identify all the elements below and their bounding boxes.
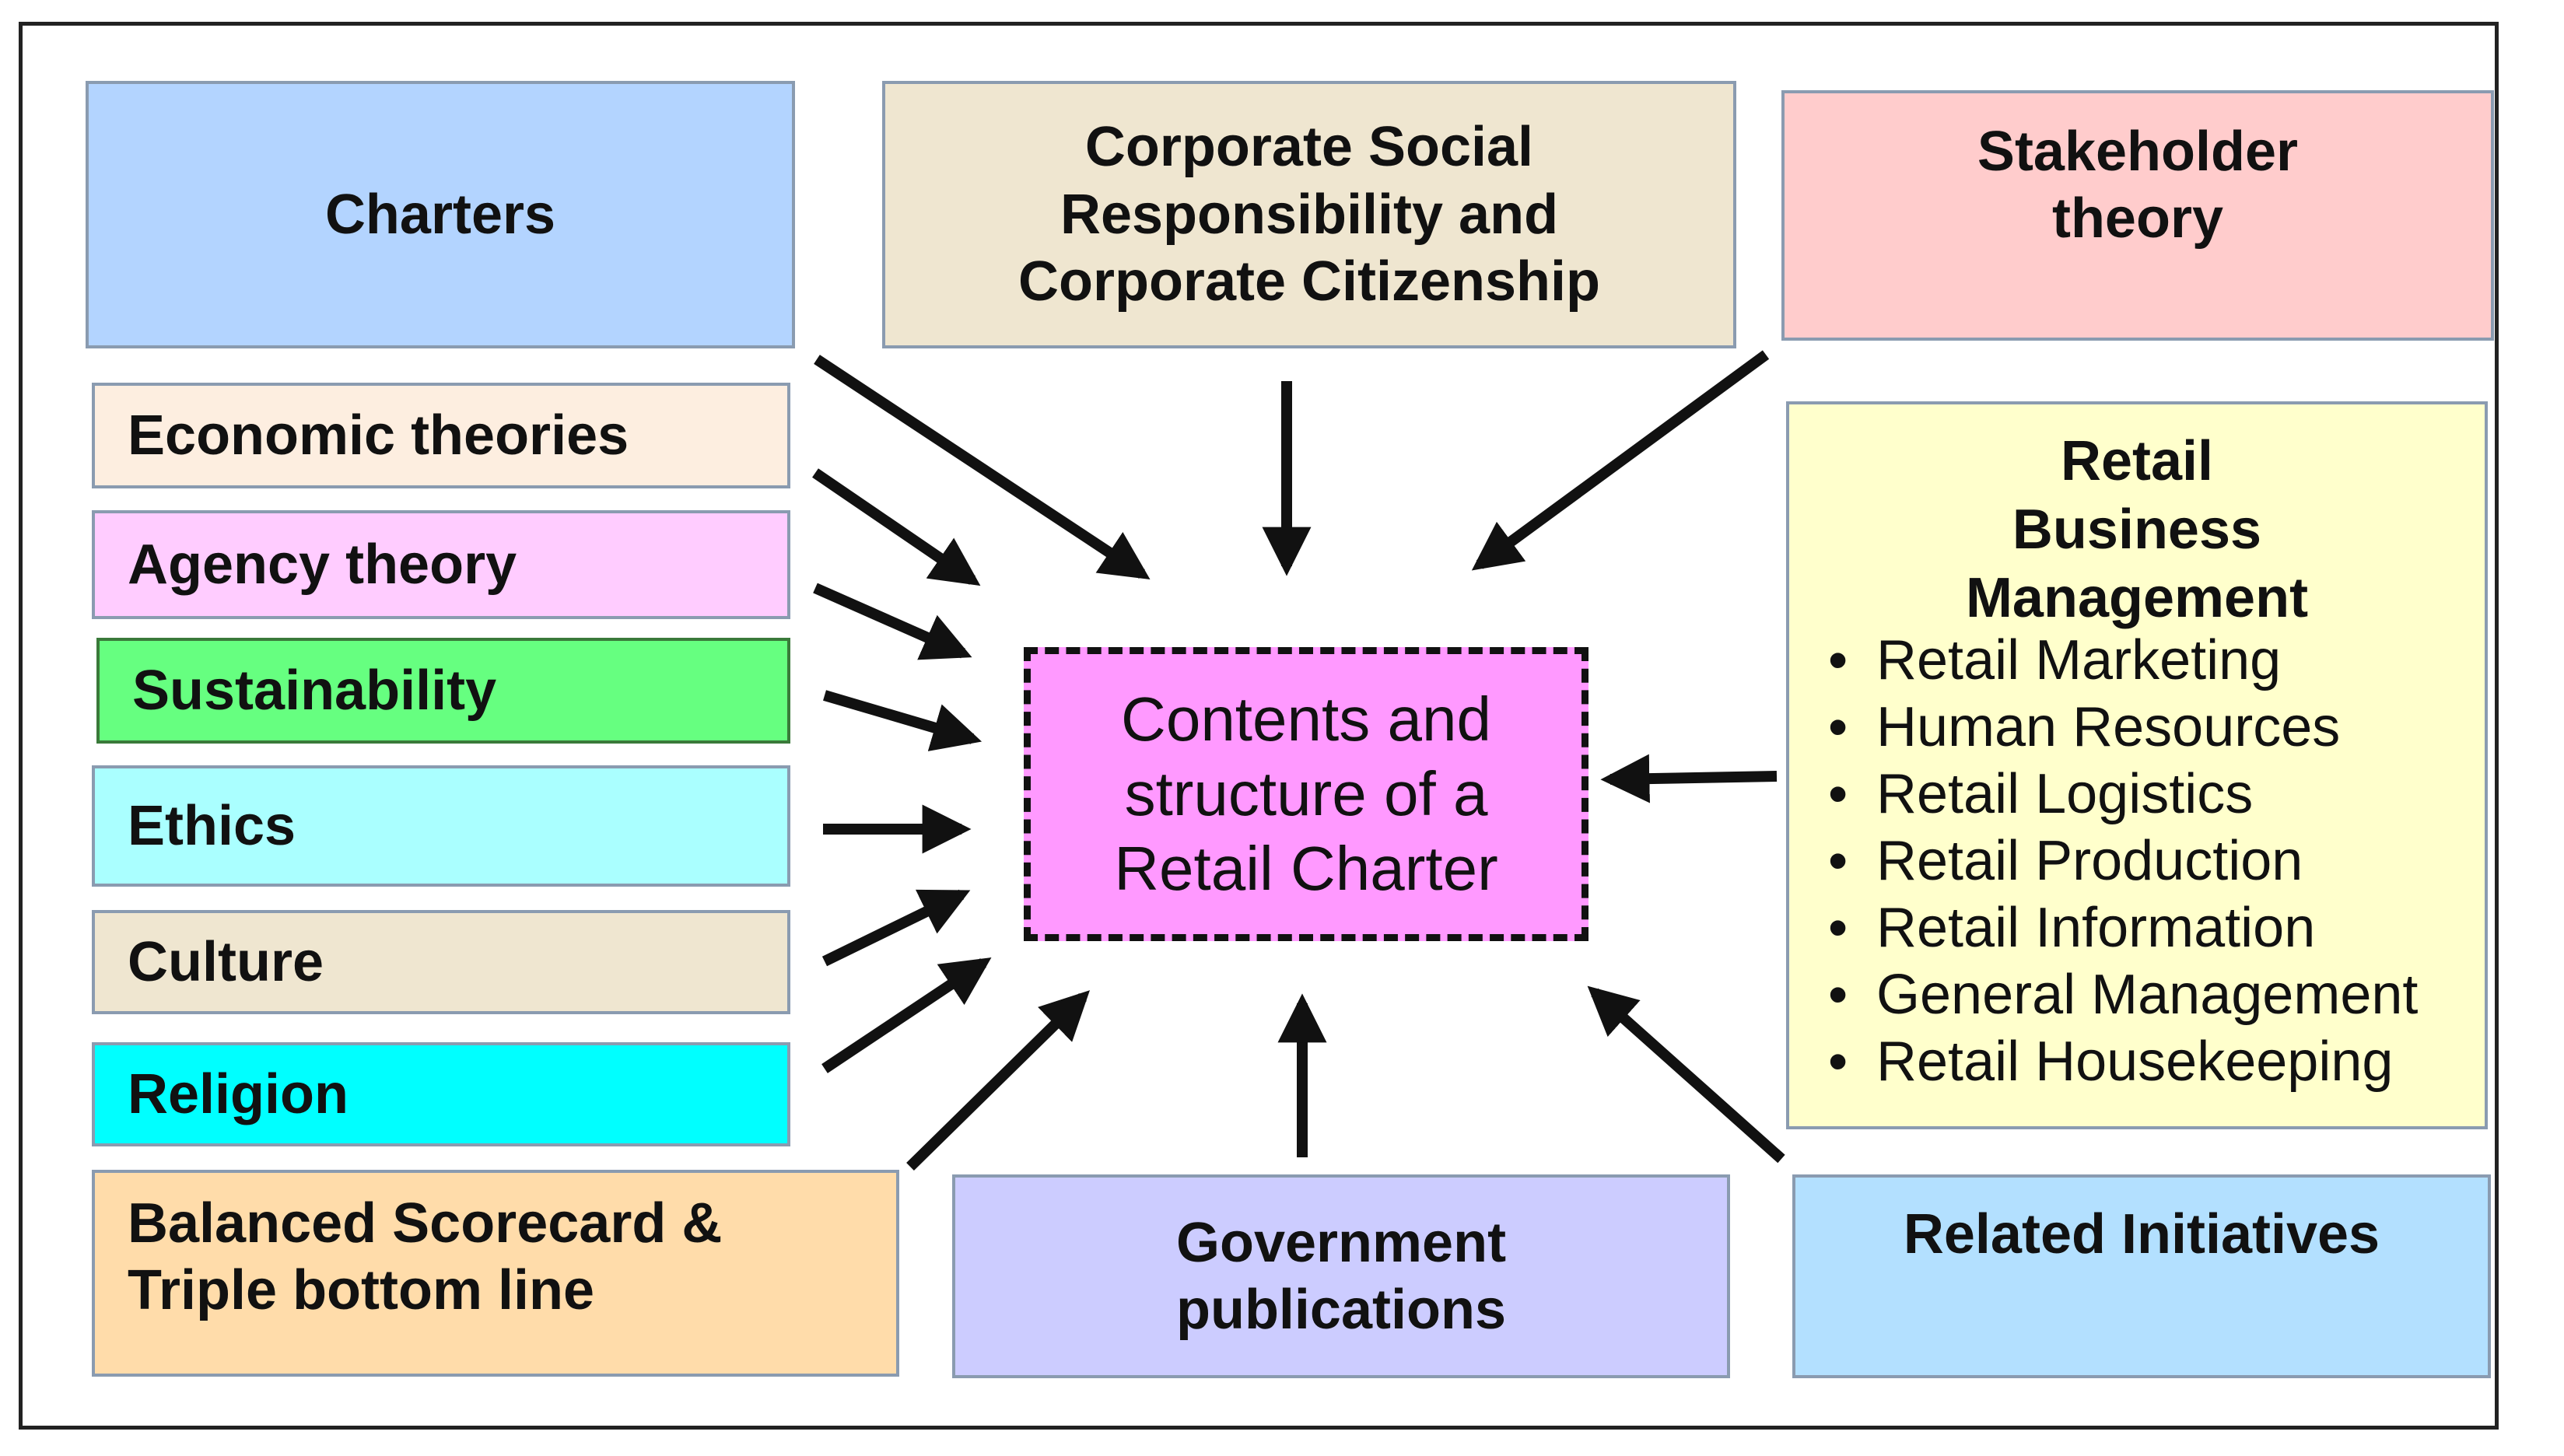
related-initiatives-box: Related Initiatives [1792, 1174, 2491, 1378]
retail-business-management-title: Retail Business Management [1965, 430, 2309, 629]
religion-label: Religion [128, 1062, 349, 1125]
agency-theory-label: Agency theory [128, 533, 517, 596]
culture-label: Culture [128, 930, 324, 993]
charters-label: Charters [324, 183, 556, 246]
arrow-related-initiatives [1587, 985, 1785, 1164]
stakeholder-label: Stakeholder theory [1977, 121, 2299, 250]
rbm-item-retail-information: Retail Information [1828, 894, 2418, 961]
arrow-agency-theory [813, 583, 972, 660]
sustainability-box: Sustainability [96, 638, 790, 744]
rbm-item-retail-housekeeping: Retail Housekeeping [1828, 1028, 2418, 1095]
charters-box: Charters [86, 81, 795, 348]
rbm-item-retail-logistics: Retail Logistics [1828, 761, 2418, 828]
arrow-retail-business-management [1600, 754, 1778, 803]
balanced-scorecard-label: Balanced Scorecard & Triple bottom line [128, 1192, 723, 1322]
balanced-scorecard-box: Balanced Scorecard & Triple bottom line [92, 1170, 899, 1377]
center-node: Contents and structure of a Retail Chart… [1024, 647, 1588, 941]
agency-theory-box: Agency theory [92, 510, 790, 619]
ethics-box: Ethics [92, 765, 790, 887]
retail-business-management-box: Retail Business Management Retail Market… [1786, 401, 2488, 1129]
government-publications-label: Government publications [1175, 1211, 1507, 1341]
arrow-balanced-scorecard [906, 990, 1090, 1171]
sustainability-label: Sustainability [132, 659, 497, 722]
arrow-sustainability [823, 690, 983, 751]
related-initiatives-label: Related Initiatives [1903, 1203, 2380, 1265]
ethics-label: Ethics [128, 794, 296, 857]
government-publications-box: Government publications [952, 1174, 1730, 1378]
arrow-economic-theories [812, 468, 981, 586]
arrow-stakeholder [1471, 350, 1770, 571]
retail-business-management-list: Retail Marketing Human Resources Retail … [1828, 627, 2418, 1095]
economic-theories-label: Economic theories [128, 404, 629, 467]
csr-label: Corporate Social Responsibility and Corp… [1018, 116, 1601, 313]
arrow-religion [821, 957, 992, 1073]
csr-box: Corporate Social Responsibility and Corp… [882, 81, 1736, 348]
rbm-item-retail-production: Retail Production [1828, 828, 2418, 894]
rbm-item-retail-marketing: Retail Marketing [1828, 627, 2418, 694]
arrow-culture [821, 889, 971, 967]
religion-box: Religion [92, 1042, 790, 1146]
economic-theories-box: Economic theories [92, 383, 790, 488]
arrow-charters [814, 355, 1151, 579]
stakeholder-box: Stakeholder theory [1781, 90, 2494, 341]
center-node-label: Contents and structure of a Retail Chart… [1114, 684, 1498, 903]
culture-box: Culture [92, 910, 790, 1014]
rbm-item-general-management: General Management [1828, 961, 2418, 1028]
rbm-item-human-resources: Human Resources [1828, 694, 2418, 761]
diagram-frame [19, 22, 2499, 1430]
